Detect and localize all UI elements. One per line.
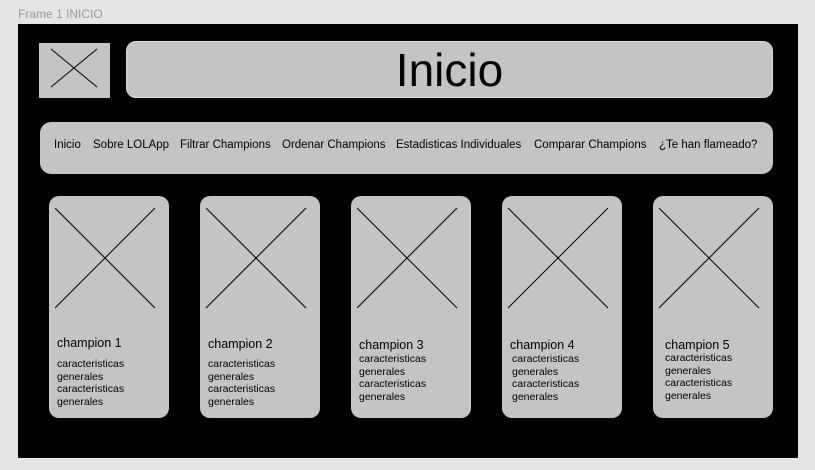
description-line: caracteristicas — [665, 377, 733, 389]
description-line: generales — [512, 365, 559, 378]
champion-card[interactable]: champion 5 caracteristicas generales car… — [653, 196, 773, 418]
description-line: generales — [665, 364, 712, 377]
image-placeholder-icon — [508, 208, 609, 309]
nav-item-inicio[interactable]: Inicio — [54, 139, 81, 151]
logo-label: logo — [66, 101, 83, 110]
description-line: caracteristicas — [57, 383, 125, 395]
champion-name: champion 3 — [359, 338, 424, 352]
description-line: generales — [359, 390, 406, 403]
description-line: generales — [57, 370, 104, 383]
champion-description: caracteristicas generales caracteristica… — [512, 353, 622, 403]
image-placeholder-icon — [55, 208, 156, 309]
champion-description: caracteristicas generales caracteristica… — [57, 358, 167, 408]
champion-card[interactable]: champion 4 caracteristicas generales car… — [502, 196, 622, 418]
description-line: generales — [665, 389, 712, 402]
description-line: generales — [208, 370, 255, 383]
frame-label: Frame 1 INICIO — [18, 7, 103, 21]
image-placeholder-icon — [50, 48, 98, 88]
nav-item-filtrar-champions[interactable]: Filtrar Champions — [180, 139, 271, 151]
champion-description: caracteristicas generales caracteristica… — [359, 353, 469, 403]
page-title: Inicio — [395, 44, 504, 96]
image-placeholder-icon — [357, 208, 458, 309]
champion-card[interactable]: champion 3 caracteristicas generales car… — [351, 196, 471, 418]
image-placeholder-icon — [659, 208, 760, 309]
description-line: generales — [57, 395, 104, 408]
logo-placeholder[interactable]: logo — [39, 43, 110, 110]
description-line: caracteristicas — [359, 353, 427, 365]
champion-description: caracteristicas generales caracteristica… — [665, 352, 775, 402]
nav-item-comparar-champions[interactable]: Comparar Champions — [534, 139, 647, 151]
description-line: caracteristicas — [208, 358, 276, 370]
description-line: caracteristicas — [208, 383, 276, 395]
description-line: caracteristicas — [57, 358, 125, 370]
description-line: generales — [208, 395, 255, 408]
description-line: caracteristicas — [665, 352, 733, 364]
nav-bar: Inicio Sobre LOLApp Filtrar Champions Or… — [40, 122, 773, 174]
nav-item-ordenar-champions[interactable]: Ordenar Champions — [282, 139, 386, 151]
frame-inicio: logo Inicio Inicio Sobre LOLApp Filtrar … — [18, 24, 798, 458]
description-line: caracteristicas — [512, 353, 580, 365]
description-line: generales — [359, 365, 406, 378]
champion-name: champion 4 — [510, 338, 575, 352]
description-line: caracteristicas — [512, 378, 580, 390]
nav-item-sobre-lolapp[interactable]: Sobre LOLApp — [93, 139, 170, 151]
image-placeholder-icon — [206, 208, 307, 309]
champion-name: champion 1 — [57, 336, 122, 350]
champion-name: champion 2 — [208, 337, 273, 351]
description-line: caracteristicas — [359, 378, 427, 390]
champion-name: champion 5 — [665, 338, 730, 352]
nav-item-estadisticas-individuales[interactable]: Estadisticas Individuales — [396, 139, 522, 151]
champion-card[interactable]: champion 2 caracteristicas generales car… — [200, 196, 320, 418]
champion-description: caracteristicas generales caracteristica… — [208, 358, 318, 408]
nav-item-te-han-flameado[interactable]: ¿Te han flameado? — [659, 139, 758, 151]
title-bar: Inicio — [126, 41, 773, 98]
description-line: generales — [512, 390, 559, 403]
champion-card[interactable]: champion 1 caracteristicas generales car… — [49, 196, 169, 418]
